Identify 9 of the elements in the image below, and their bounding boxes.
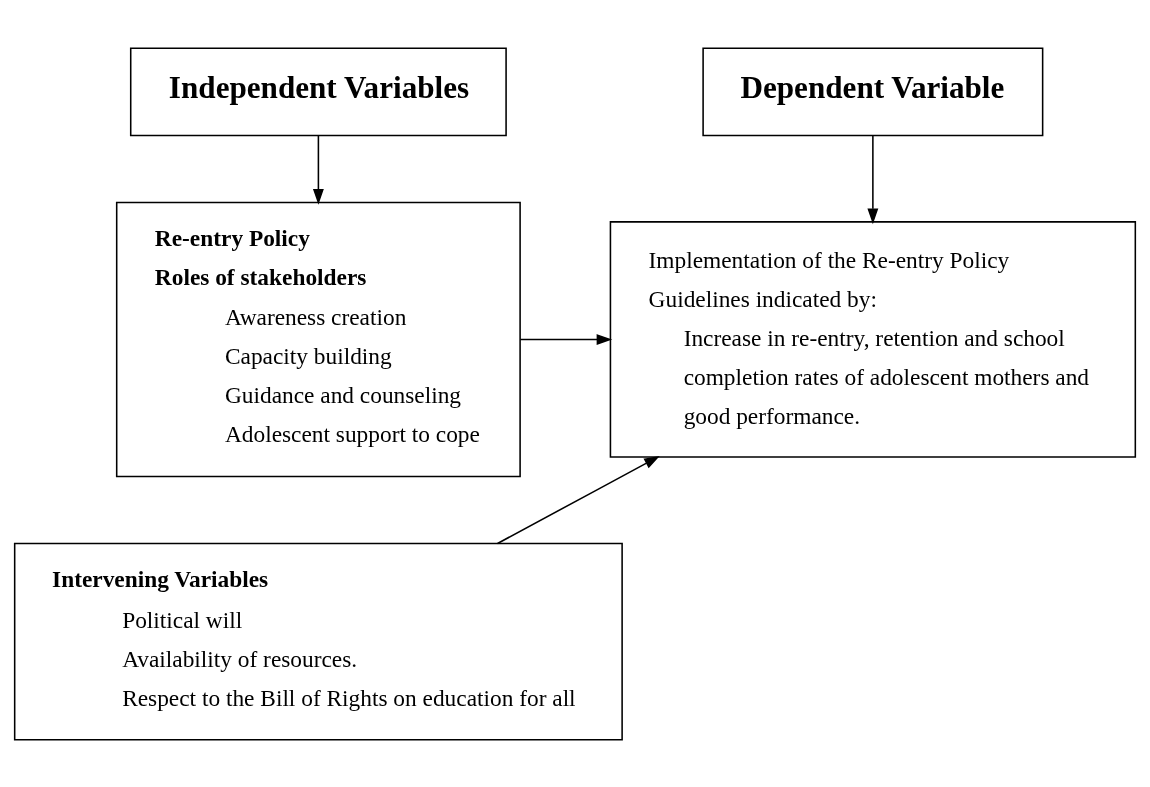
- arrow: [867, 134, 879, 224]
- node-box: Implementation of the Re-entry Policy Guidelines indicated by: Increase in re-entry, retention and school completion rates of adolescent mothers and good performance.: [609, 220, 1137, 458]
- node-box: Independent Variables: [129, 46, 507, 136]
- node-box: Dependent Variable: [702, 46, 1044, 136]
- arrow: [312, 134, 324, 205]
- node-box: Re-entry Policy Roles of stakeholders Awareness creation Capacity building Guidance and counseling Adolescent support to cope: [115, 201, 521, 477]
- arrow: [496, 455, 660, 544]
- arrow: [519, 333, 613, 345]
- node-box: Intervening Variables Political will Availability of resources. Respect to the Bill of Rights on education for all: [13, 542, 623, 741]
